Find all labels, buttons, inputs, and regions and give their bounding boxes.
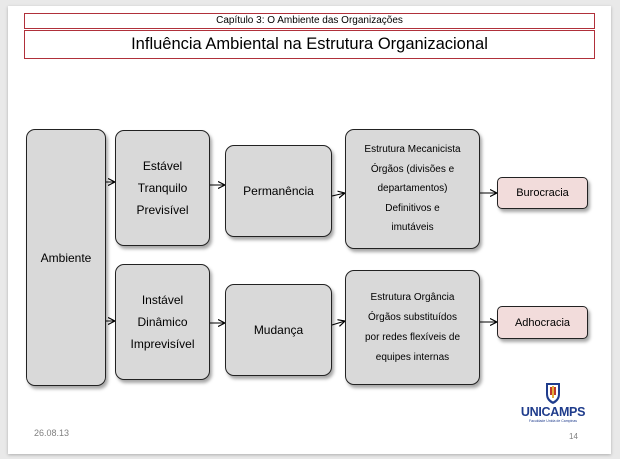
result-label: Adhocracia	[514, 316, 571, 329]
structure-organica-box: Estrutura Orgância Órgãos substituídos p…	[345, 270, 480, 385]
condition-label: Imprevisível	[130, 337, 195, 351]
structure-line: departamentos)	[377, 183, 448, 195]
structure-line: Estrutura Orgância	[370, 291, 455, 303]
structure-line: Estrutura Mecanicista	[364, 144, 461, 156]
logo-tagline: Faculdade Unida de Campinas	[528, 419, 578, 423]
result-adhocracia-box: Adhocracia	[497, 306, 588, 339]
chapter-heading: Capítulo 3: O Ambiente das Organizações	[24, 13, 595, 29]
ambiente-label: Ambiente	[40, 250, 92, 265]
state-label: Mudança	[253, 323, 304, 337]
logo-wordmark: UNICAMPS	[520, 405, 586, 419]
structure-line: Órgãos substituídos	[368, 311, 457, 323]
structure-line: imutáveis	[391, 222, 434, 234]
shield-crest-icon	[546, 383, 560, 404]
page-number: 14	[569, 432, 578, 441]
condition-label: Tranquilo	[137, 181, 188, 195]
condition-label: Estável	[142, 159, 183, 173]
state-permanencia-box: Permanência	[225, 145, 332, 237]
ambiente-box: Ambiente	[26, 129, 106, 386]
structure-line: equipes internas	[375, 351, 450, 363]
arrow-permanencia-to-mecanicista	[331, 193, 345, 196]
result-label: Burocracia	[516, 187, 569, 199]
footer-date: 26.08.13	[34, 428, 70, 438]
slide-title: Influência Ambiental na Estrutura Organi…	[24, 30, 595, 59]
result-burocracia-box: Burocracia	[497, 177, 588, 209]
condition-label: Previsível	[136, 203, 189, 217]
unicamps-logo: UNICAMPS Faculdade Unida de Campinas	[513, 381, 593, 425]
state-label: Permanência	[243, 184, 314, 198]
structure-line: Órgãos (divisões e	[370, 163, 455, 175]
conditions-unstable-box: Instável Dinâmico Imprevisível	[115, 264, 210, 380]
condition-label: Instável	[141, 293, 184, 307]
conditions-stable-box: Estável Tranquilo Previsível	[115, 130, 210, 246]
arrow-mudanca-to-organica	[331, 321, 345, 325]
structure-line: Definitivos e	[385, 202, 440, 214]
structure-line: por redes flexíveis de	[364, 331, 461, 343]
structure-mecanicista-box: Estrutura Mecanicista Órgãos (divisões e…	[345, 129, 480, 249]
state-mudanca-box: Mudança	[225, 284, 332, 376]
condition-label: Dinâmico	[137, 315, 188, 329]
